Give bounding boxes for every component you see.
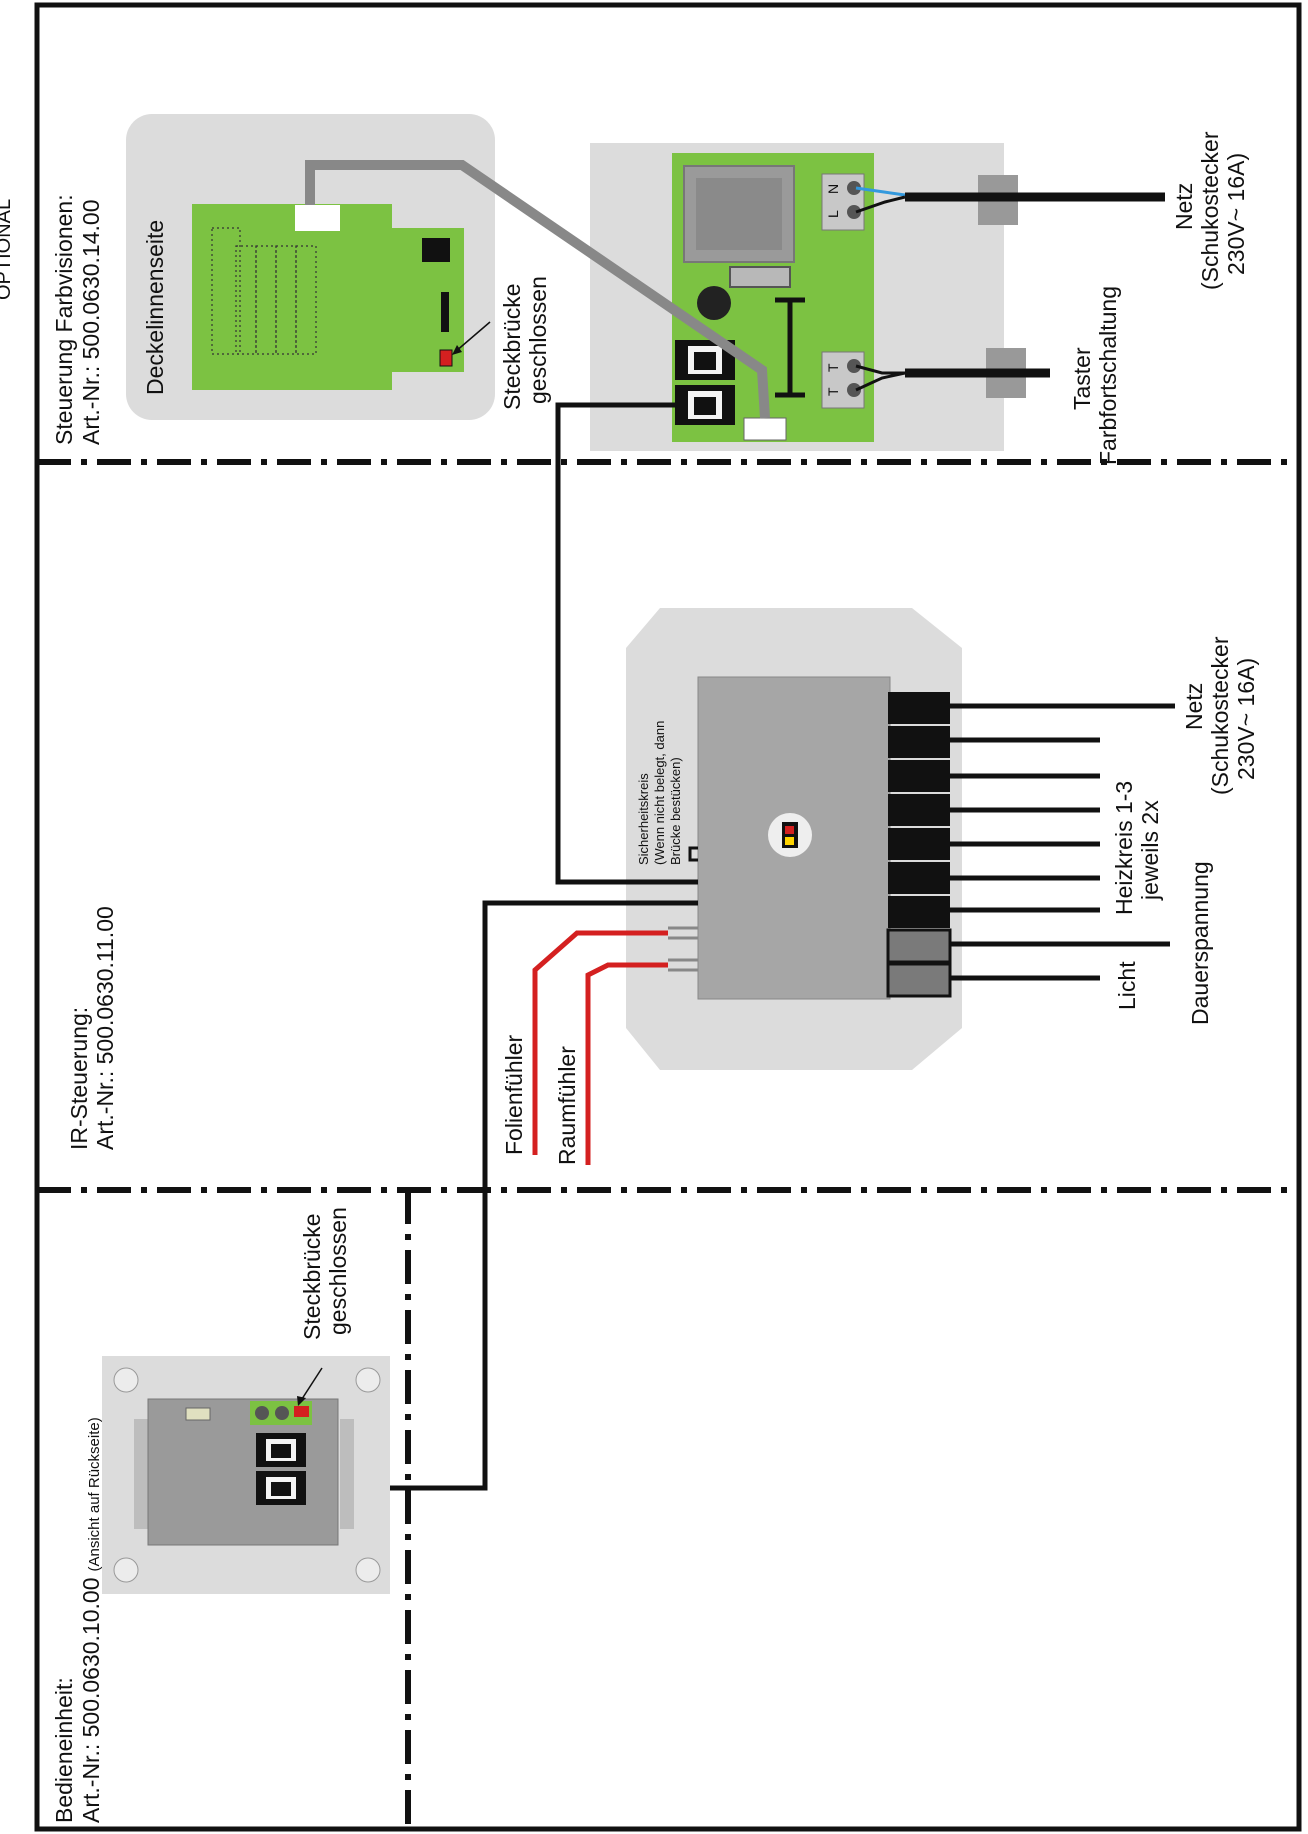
ir-output-wiring	[950, 703, 1175, 981]
lid-jumper-label-1: Steckbrücke	[499, 283, 525, 410]
ir-net-2: (Schukostecker	[1207, 636, 1233, 795]
bedien-jumper-label-2: geschlossen	[325, 1207, 351, 1335]
terminal-l: L	[825, 210, 841, 218]
farbvision-net-1: Netz	[1171, 183, 1197, 230]
licht-label: Licht	[1114, 961, 1140, 1010]
raumfuehler-label: Raumfühler	[554, 1046, 580, 1165]
ir-net-3: 230V~ 16A)	[1233, 658, 1259, 780]
safety-label-1: Sicherheitskreis	[636, 773, 651, 865]
taster-label-1: Taster	[1069, 347, 1095, 410]
dauerspannung-label: Dauerspannung	[1187, 861, 1213, 1025]
lid-label: Deckelinnenseite	[142, 220, 168, 395]
ir-controller	[626, 608, 962, 1070]
ir-title: IR-Steuerung:	[66, 1007, 92, 1150]
bedien-jumper-label-1: Steckbrücke	[299, 1213, 325, 1340]
sensor-wiring	[532, 926, 698, 1165]
farbvision-article: Art.-Nr.: 500.0630.14.00	[78, 200, 104, 446]
outer-frame	[34, 2, 1302, 1832]
terminal-t1: T	[825, 363, 841, 372]
terminal-n: N	[825, 184, 841, 194]
bedien-article-number: Art.-Nr.: 500.0630.10.00	[78, 1578, 104, 1824]
lid-panel	[126, 114, 495, 420]
data-cables	[305, 402, 698, 1491]
safety-label-3: Brücke bestücken)	[668, 757, 683, 865]
farbvision-net-3: 230V~ 16A)	[1223, 153, 1249, 275]
farbvision-net-2: (Schukostecker	[1197, 131, 1223, 290]
optional-header: OPTIONAL	[0, 199, 15, 300]
bedien-title: Bedieneinheit:	[51, 1677, 77, 1823]
taster-label-2: Farbfortschaltung	[1095, 286, 1121, 465]
heizkreis-label-2: jeweils 2x	[1137, 800, 1163, 901]
farbvision-title: Steuerung Farbvisionen:	[51, 194, 77, 445]
bedien-view-note: (Ansicht auf Rückseite)	[86, 1417, 103, 1571]
bedien-article: Art.-Nr.: 500.0630.10.00 (Ansicht auf Rüc…	[78, 1417, 104, 1823]
labels: OPTIONAL Steuerung Farbvisionen: Art.-Nr…	[0, 131, 1259, 1823]
terminal-t2: T	[825, 387, 841, 396]
safety-label-2: (Wenn nicht belegt, dann	[652, 721, 667, 865]
optional-wiring	[305, 160, 1165, 419]
folienfuehler-label: Folienfühler	[501, 1034, 527, 1155]
ir-net-1: Netz	[1181, 683, 1207, 730]
ir-article: Art.-Nr.: 500.0630.11.00	[92, 906, 118, 1150]
heizkreis-label-1: Heizkreis 1-3	[1111, 781, 1137, 915]
operating-unit	[102, 1356, 390, 1594]
lid-jumper-label-2: geschlossen	[525, 276, 551, 404]
